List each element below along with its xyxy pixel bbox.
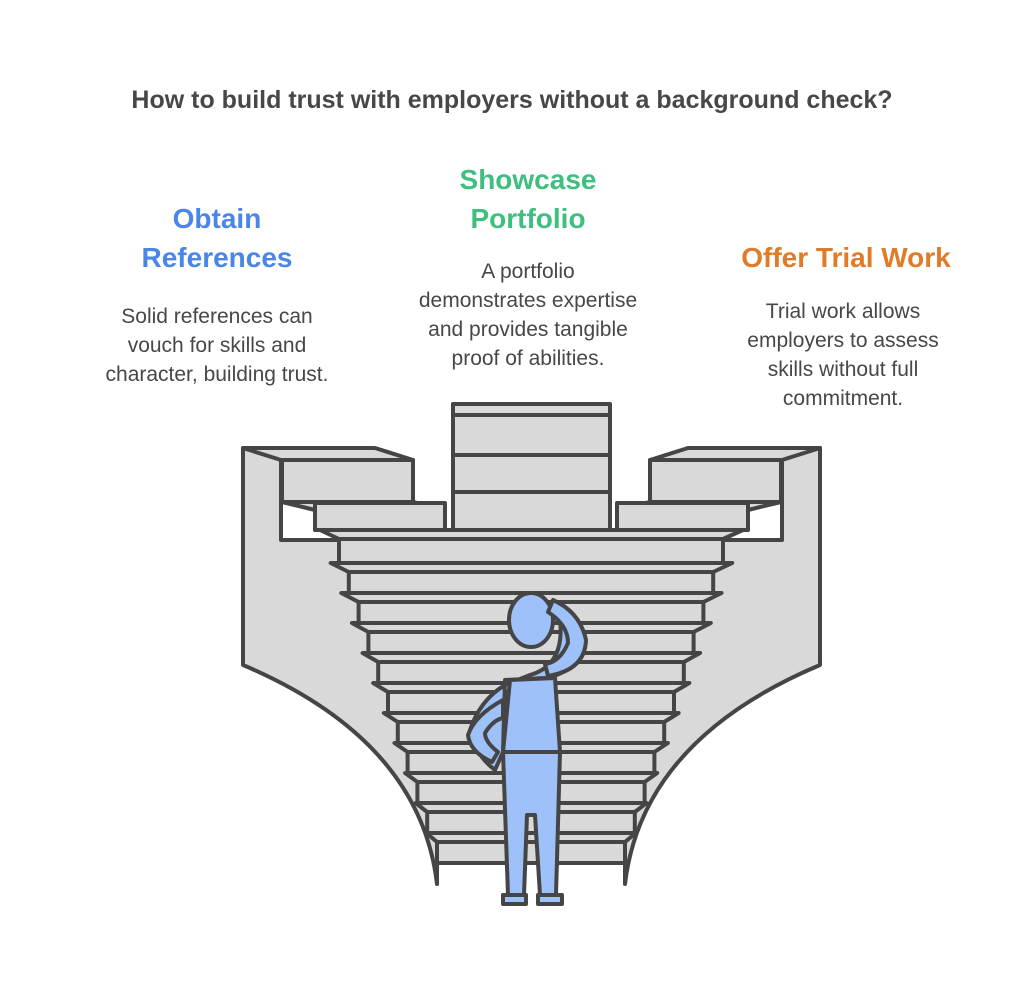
center-tower xyxy=(451,402,612,532)
right-step-1 xyxy=(648,458,783,504)
person-foot-right xyxy=(536,893,564,906)
heading-line: Offer Trial Work xyxy=(741,242,951,273)
description-line: and provides tangible xyxy=(428,318,628,341)
option-heading-references: Obtain References xyxy=(97,199,337,277)
person-arm-raised xyxy=(543,598,588,678)
heading-line: Obtain xyxy=(172,203,262,234)
option-description-portfolio: A portfolio demonstrates expertise and p… xyxy=(378,257,678,373)
left-step-1 xyxy=(280,458,415,504)
heading-line: Showcase xyxy=(459,164,597,195)
left-step-2 xyxy=(313,501,447,532)
description-line: proof of abilities. xyxy=(451,347,605,370)
heading-line: Portfolio xyxy=(470,203,586,234)
person-foot-left xyxy=(501,893,528,906)
description-line: vouch for skills and xyxy=(127,334,307,357)
right-step-2 xyxy=(615,501,750,532)
description-line: employers to assess xyxy=(747,329,939,352)
option-heading-portfolio: Showcase Portfolio xyxy=(408,160,648,238)
heading-line: References xyxy=(141,242,293,273)
option-heading-trial-work: Offer Trial Work xyxy=(706,238,986,277)
description-line: demonstrates expertise xyxy=(418,289,638,312)
description-line: Trial work allows xyxy=(765,300,921,323)
person-head xyxy=(507,591,555,649)
option-description-references: Solid references can vouch for skills an… xyxy=(67,302,367,389)
step-riser-10 xyxy=(435,840,627,865)
confused-person-icon xyxy=(466,591,588,906)
description-line: Solid references can xyxy=(121,305,313,328)
description-line: skills without full xyxy=(767,358,919,381)
person-arm-hip xyxy=(466,698,505,764)
step-riser-0 xyxy=(337,537,725,565)
option-description-trial-work: Trial work allows employers to assess sk… xyxy=(693,297,993,413)
description-line: A portfolio xyxy=(481,260,575,283)
description-line: character, building trust. xyxy=(105,363,329,386)
person-body xyxy=(501,676,562,754)
step-riser-1 xyxy=(346,570,716,595)
description-line: commitment. xyxy=(782,387,904,410)
page-title: How to build trust with employers withou… xyxy=(131,86,893,114)
